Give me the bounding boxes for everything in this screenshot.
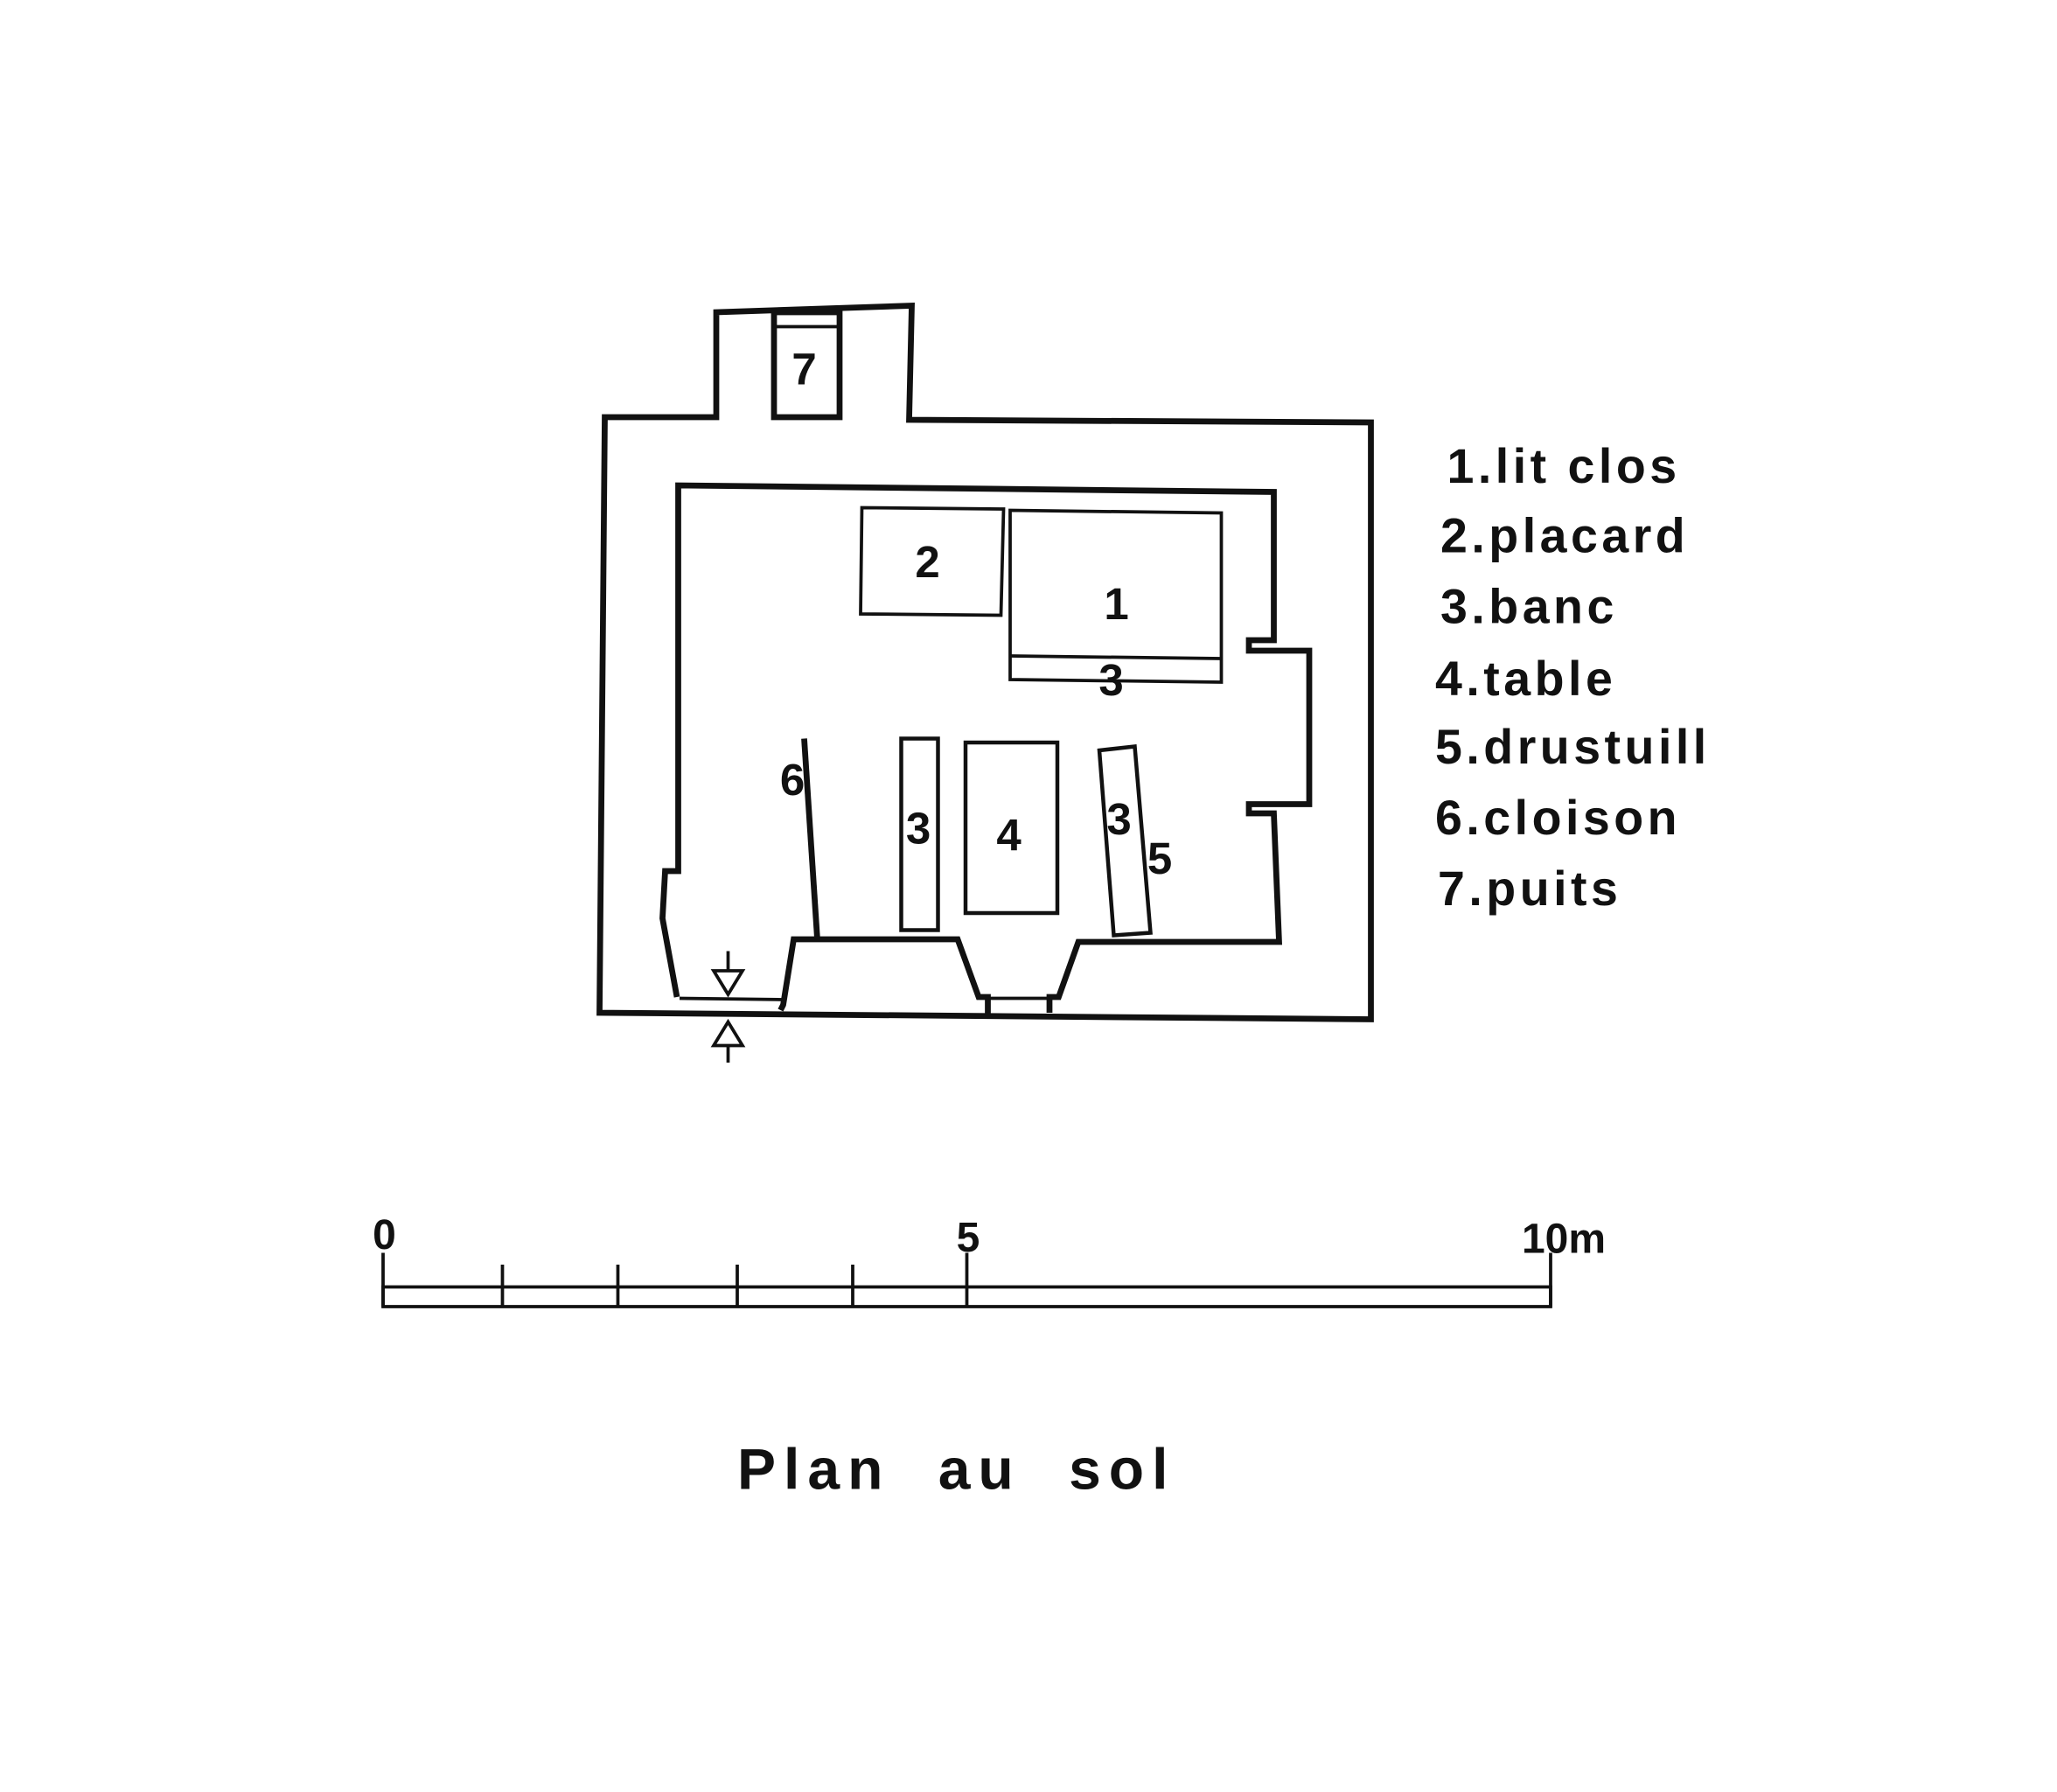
scale-label-0: 0: [373, 1212, 396, 1259]
legend-item: 2.placard: [1440, 509, 1689, 563]
partition: [801, 738, 820, 940]
label-table: 4: [996, 810, 1022, 860]
label-closet: 2: [915, 537, 939, 587]
label-bench-top: 3: [1098, 655, 1123, 705]
inner-wall: [659, 482, 1313, 1013]
closet: [859, 506, 1006, 617]
bench-divider: [1009, 654, 1222, 660]
well: [771, 309, 843, 421]
label-drustuill: 5: [1147, 833, 1172, 883]
label-well: 7: [791, 345, 816, 394]
door-sill: [679, 996, 784, 1001]
entry-arrow-icon: [710, 951, 746, 1063]
legend: 1.lit clos 2.placard 3.banc 4.table 5.dr…: [1435, 439, 1711, 916]
scale-label-5: 5: [957, 1215, 980, 1261]
label-box-bed: 1: [1104, 579, 1128, 629]
bench-left: [899, 736, 940, 932]
inner-wall-fireplace: [777, 936, 991, 1015]
box-bed: [1008, 508, 1224, 684]
label-bench-left: 3: [906, 804, 931, 854]
bench-right: [1097, 744, 1153, 938]
legend-item: 6.cloison: [1435, 791, 1681, 845]
scale-bar: 0 5 10m: [373, 1212, 1606, 1308]
legend-item: 7.puits: [1438, 861, 1621, 916]
scale-label-10: 10m: [1522, 1217, 1606, 1263]
label-partition: 6: [780, 755, 805, 805]
outer-wall: [596, 303, 1374, 1022]
label-bench-right: 3: [1106, 794, 1131, 844]
drawing-title: Plan au sol: [737, 1437, 1175, 1502]
legend-item: 5.drustuill: [1435, 720, 1711, 774]
legend-item: 3.banc: [1440, 580, 1618, 634]
legend-item: 4.table: [1435, 652, 1616, 706]
table: [963, 740, 1060, 916]
legend-item: 1.lit clos: [1447, 439, 1681, 493]
